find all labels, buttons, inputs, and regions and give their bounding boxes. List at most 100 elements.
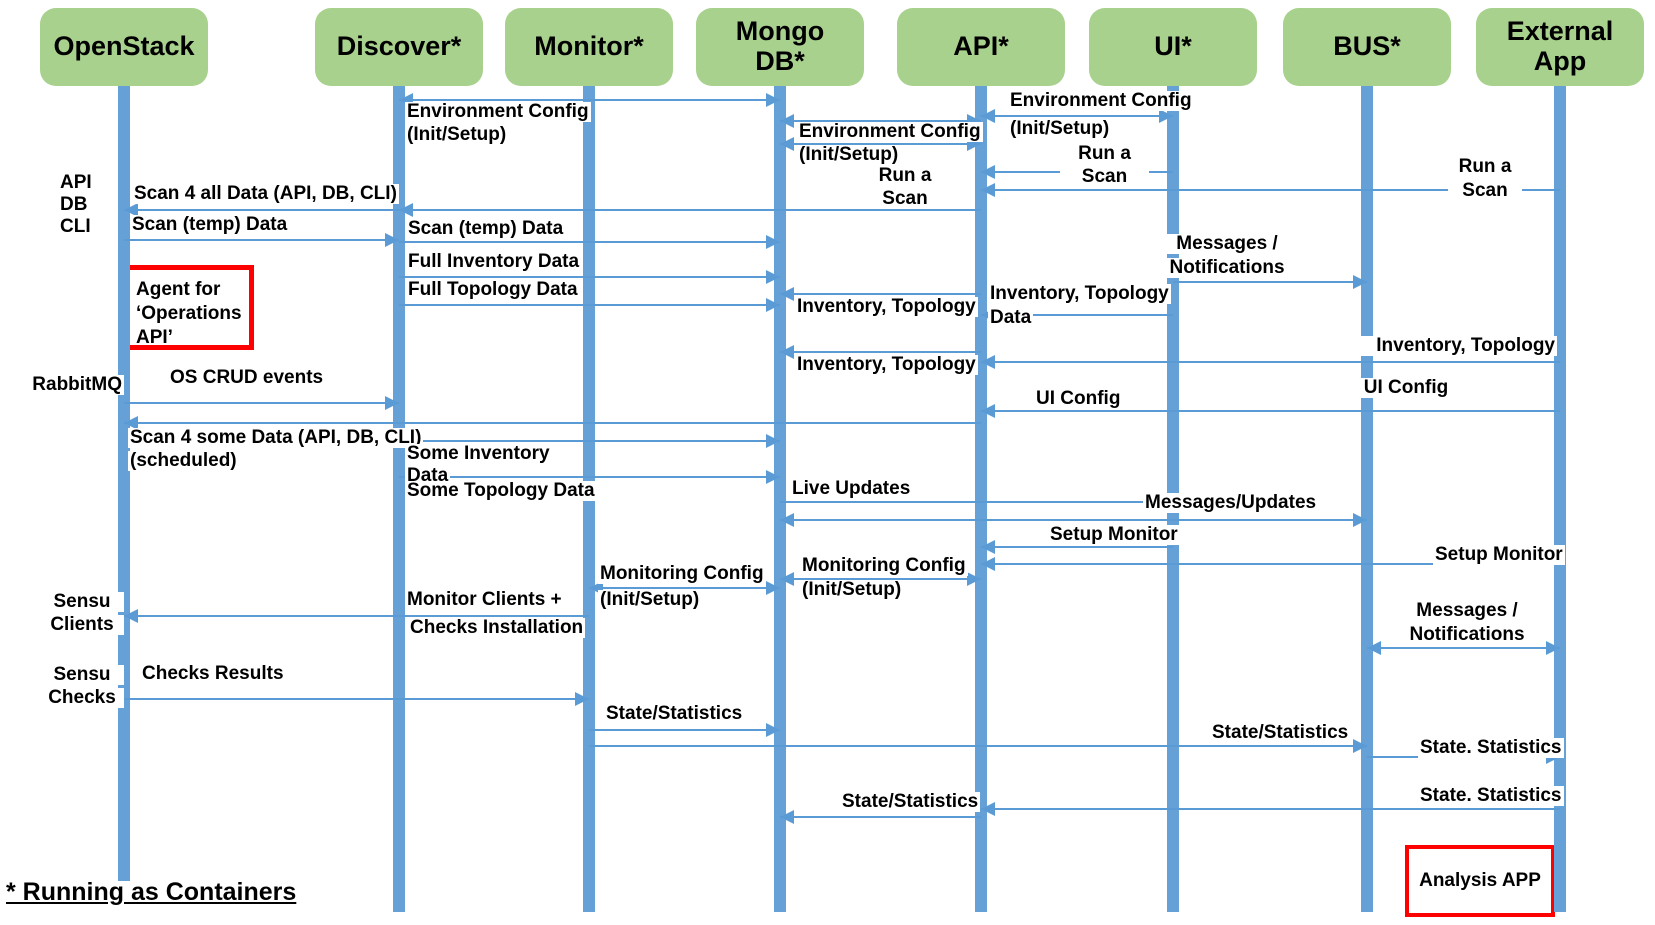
message-line-state-stats-api-mongo	[780, 816, 981, 818]
arrowhead-left-icon-ui-config-external-api	[981, 404, 995, 418]
lifeline-bus	[1361, 84, 1373, 912]
arrowhead-right-icon-messages-updates-mongo-bus	[1353, 513, 1367, 527]
arrowhead-left-icon-monitoring-config-mongo-api	[780, 572, 794, 586]
message-line-inventory-topology-api-mongo-1	[780, 293, 981, 295]
agent-annotation-text: Agent for	[136, 279, 221, 300]
label-full-topology-label: Full Topology Data	[406, 279, 580, 300]
label-setup-monitor-ui-label: Setup Monitor	[1048, 524, 1180, 545]
label-run-scan-api-line1: Run a	[868, 166, 942, 186]
message-line-messages-notifications-ui-bus	[1173, 281, 1367, 283]
message-line-scan-4-all-api-discover	[399, 209, 981, 211]
message-line-inventory-topology-external-api	[981, 361, 1560, 363]
arrowhead-right-icon-scan-temp-openstack-discover	[385, 233, 399, 247]
actor-box-bus: BUS*	[1283, 8, 1451, 86]
actor-label-mongodb: Mongo	[735, 16, 825, 47]
actor-label-ui: UI*	[1154, 31, 1192, 62]
message-line-monitor-clients-monitor-openstack	[124, 615, 589, 617]
arrowhead-right-icon-some-topology-discover-mongo	[766, 470, 780, 484]
actor-label-mongodb: DB*	[755, 46, 805, 76]
label-monitoring-config-mon-line2: (Init/Setup)	[598, 589, 702, 610]
lifeline-external-app	[1554, 84, 1566, 912]
label-some-inventory-line1: Some Inventory	[405, 443, 552, 464]
arrowhead-right-icon-full-topology-discover-mongo	[766, 298, 780, 312]
label-run-scan-ui-line1: Run a	[1060, 144, 1149, 164]
arrowhead-right-icon-messages-notifications-ui-bus	[1353, 275, 1367, 289]
arrowhead-left-icon-inventory-topology-api-mongo-1	[780, 287, 794, 301]
label-os-crud-events-label: OS CRUD events	[168, 367, 326, 388]
label-full-inventory-label: Full Inventory Data	[406, 251, 582, 272]
arrowhead-right-icon-state-stats-monitor-bus	[1353, 739, 1367, 753]
message-line-scan-4-all-discover-openstack	[124, 209, 399, 211]
actor-box-monitor: Monitor*	[505, 8, 673, 86]
label-state-stats-ext-label: State. Statistics	[1418, 785, 1564, 806]
message-line-some-inventory-discover-mongo	[399, 440, 780, 442]
message-line-env-config-mongo-api-req	[780, 120, 981, 122]
message-line-ui-config-external-api	[981, 410, 1560, 412]
message-line-state-stats-external-api	[981, 808, 1560, 810]
label-openstack-db-label: DB	[58, 194, 90, 215]
label-env-config-disc-mongo-line1: Environment Config	[405, 101, 591, 122]
arrowhead-right-icon-state-stats-monitor-mongo	[766, 723, 780, 737]
label-sensu-checks-line2: Checks	[40, 688, 124, 708]
label-state-stats-monitor-label: State/Statistics	[604, 703, 745, 724]
message-line-full-inventory-discover-mongo	[399, 276, 780, 278]
label-env-config-api-ui-line1: Environment Config	[1008, 90, 1194, 111]
arrowhead-left-icon-inventory-topology-api-mongo-2	[780, 345, 794, 359]
label-setup-monitor-ext-label: Setup Monitor	[1433, 544, 1565, 565]
label-scan-temp-discover-label: Scan (temp) Data	[406, 218, 566, 239]
message-line-messages-updates-mongo-bus	[780, 519, 1367, 521]
label-scan-4-all-label: Scan 4 all Data (API, DB, CLI)	[132, 183, 399, 204]
label-inventory-topology-ext-label: Inventory, Topology	[1320, 336, 1557, 356]
label-openstack-api-label: API	[58, 172, 94, 193]
message-line-some-topology-discover-mongo	[399, 476, 780, 478]
arrowhead-left-icon-env-config-api-ui	[981, 109, 995, 123]
message-line-setup-monitor-external-api	[981, 563, 1560, 565]
label-monitor-clients-line1: Monitor Clients +	[405, 589, 564, 610]
label-messages-notifs-bus-ext-line2: Notifications	[1395, 625, 1539, 645]
message-line-inventory-topology-ui-api	[981, 314, 1173, 316]
agent-for-operations-api-annotation: Agent for ‘Operations API’	[122, 265, 254, 350]
label-inventory-topology-mongo-1: Inventory, Topology	[795, 296, 978, 317]
message-line-env-config-discover-mongo	[399, 99, 780, 101]
lifeline-api	[975, 84, 987, 912]
arrowhead-left-icon-setup-monitor-ui-api	[981, 540, 995, 554]
message-line-checks-results-openstack-monitor	[124, 698, 589, 700]
label-state-stats-mongo-label: State/Statistics	[840, 791, 981, 812]
actor-box-discover: Discover*	[315, 8, 483, 86]
arrowhead-right-icon-full-inventory-discover-mongo	[766, 270, 780, 284]
actor-box-ui: UI*	[1089, 8, 1257, 86]
analysis-annotation-text: Analysis APP	[1419, 870, 1541, 891]
label-some-topology-label: Some Topology Data	[405, 480, 597, 501]
message-line-inventory-topology-api-mongo-2	[780, 351, 981, 353]
message-line-monitoring-config-mongo-api	[780, 578, 981, 580]
arrowhead-left-icon-run-scan-ui-api	[981, 165, 995, 179]
label-sensu-clients-line2: Clients	[40, 615, 124, 635]
arrowhead-left-icon-env-config-mongo-api-req	[780, 114, 794, 128]
arrowhead-left-icon-state-stats-external-api	[981, 802, 995, 816]
message-line-full-topology-discover-mongo	[399, 304, 780, 306]
label-monitor-clients-line2: Checks Installation	[408, 617, 586, 638]
message-line-messages-notifications-bus-external	[1367, 647, 1560, 649]
label-messages-updates-label: Messages/Updates	[1143, 492, 1319, 513]
label-scan-temp-openstack-label: Scan (temp) Data	[130, 214, 290, 235]
label-env-config-api-ui-line2: (Init/Setup)	[1008, 118, 1112, 139]
label-monitoring-config-api-line2: (Init/Setup)	[800, 579, 904, 600]
actor-label-external-app: External	[1506, 16, 1614, 47]
lifeline-discover	[393, 84, 405, 912]
label-ui-config-ext-label: UI Config	[1340, 378, 1472, 398]
arrowhead-left-icon-monitor-clients-monitor-openstack	[124, 609, 138, 623]
arrowhead-left-icon-inventory-topology-external-api	[981, 355, 995, 369]
label-state-stats-bus-ext-label: State. Statistics	[1418, 737, 1564, 758]
actor-box-openstack: OpenStack	[40, 8, 208, 86]
label-live-updates-label: Live Updates	[790, 478, 913, 499]
arrowhead-right-icon-monitoring-config-mongo-api	[967, 572, 981, 586]
label-some-inventory-line2: Data	[405, 465, 451, 486]
message-line-state-stats-monitor-bus	[589, 745, 1367, 747]
label-inventory-topology-api-line2: Data	[988, 307, 1034, 328]
arrowhead-right-icon-messages-notifications-bus-external	[1546, 641, 1560, 655]
message-line-os-crud-events-openstack-discover	[124, 402, 399, 404]
label-state-stats-ui-bus-label: State/Statistics	[1210, 722, 1351, 743]
arrowhead-left-icon-env-config-mongo-api-res	[780, 137, 794, 151]
